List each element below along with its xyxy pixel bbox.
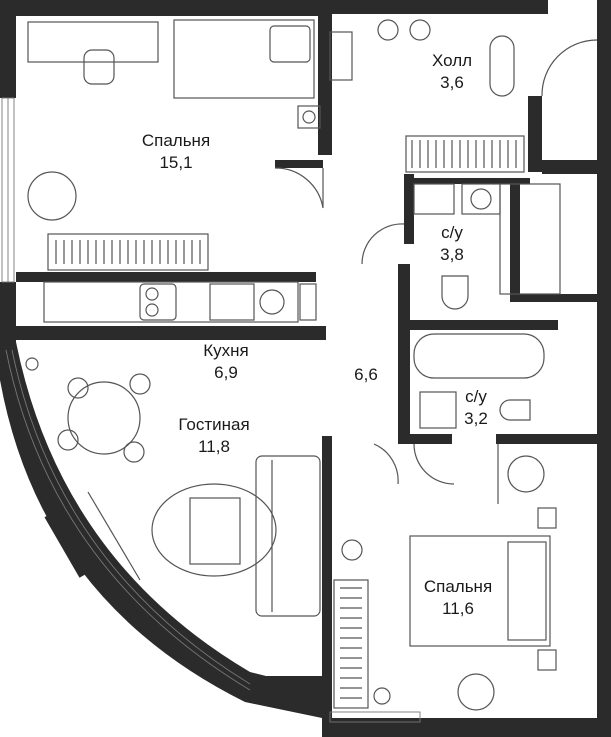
room-area: 11,8 <box>198 437 230 456</box>
kitchen-fixtures <box>43 281 317 323</box>
room-name: с/у <box>441 223 463 242</box>
room-label-kitchen: Кухня 6,9 <box>203 340 249 384</box>
room-name: Гостиная <box>178 415 250 434</box>
bedroom-2-furniture <box>333 444 557 711</box>
room-label-living: Гостиная 11,8 <box>178 414 249 458</box>
room-area: 3,6 <box>440 73 464 92</box>
room-area: 6,6 <box>354 365 378 384</box>
room-label-bathroom-2: с/у 3,2 <box>464 386 488 430</box>
windows <box>1 97 421 723</box>
room-label-bedroom-2: Спальня 11,6 <box>424 576 492 620</box>
room-label-corridor: 6,6 <box>354 364 378 386</box>
room-label-bedroom-1: Спальня 15,1 <box>142 130 210 174</box>
room-area: 11,6 <box>442 599 474 618</box>
plant-icons <box>25 357 391 705</box>
room-area: 6,9 <box>214 363 238 382</box>
room-name: Кухня <box>203 341 249 360</box>
bathroom-1-fixtures <box>361 183 561 310</box>
room-name: Холл <box>431 51 473 70</box>
room-name: с/у <box>465 387 487 406</box>
room-area: 3,2 <box>464 409 488 428</box>
room-label-bathroom-1: с/у 3,8 <box>440 222 464 266</box>
room-area: 3,8 <box>440 245 464 264</box>
room-name: Спальня <box>423 577 493 596</box>
bathroom-2-fixtures <box>373 333 545 485</box>
living-furniture <box>57 373 321 617</box>
bedroom-1-furniture <box>27 19 324 271</box>
room-name: Спальня <box>141 131 211 150</box>
room-label-hall: Холл 3,6 <box>432 50 472 94</box>
room-area: 15,1 <box>159 153 193 172</box>
hall-furniture <box>329 19 598 173</box>
